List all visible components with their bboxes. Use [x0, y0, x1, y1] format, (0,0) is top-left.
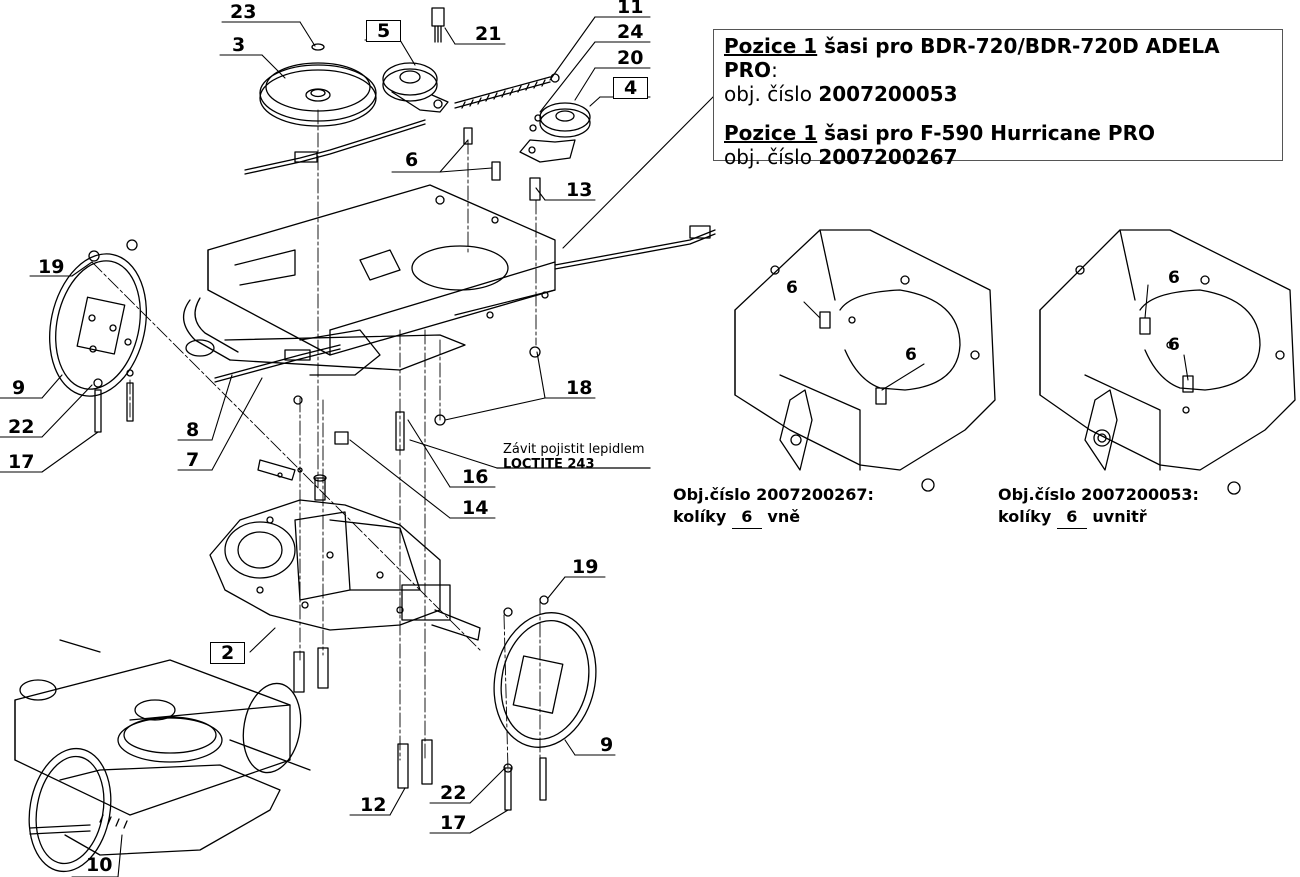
callout-23: 23 [230, 1, 257, 23]
bolt-21 [431, 7, 445, 43]
callout-5: 5 [366, 20, 402, 42]
callout-16: 16 [462, 466, 489, 488]
bolts-middle [334, 346, 541, 451]
callout-18: 18 [566, 377, 593, 399]
callout-22-left: 22 [8, 416, 35, 438]
wheel-hub-left [49, 239, 147, 397]
infobox-obj-2: obj. číslo [724, 145, 819, 169]
idler-pulley-5 [382, 62, 449, 113]
callout-17-left: 17 [8, 451, 35, 473]
infobox-line-3: Pozice 1 šasi pro F-590 Hurricane PRO [724, 121, 1272, 145]
infobox-title-2: šasi pro F-590 Hurricane PRO [817, 121, 1155, 145]
detail-right-pin-count: 6 [1056, 506, 1087, 529]
detail-right-caption-2: kolíky 6 uvnitř [998, 506, 1199, 529]
infobox-number-1: 2007200053 [818, 82, 958, 106]
loctite-note-line-1: Závit pojistit lepidlem [503, 442, 645, 457]
callout-6: 6 [405, 149, 419, 171]
detail-left-caption: Obj.číslo 2007200267: kolíky 6 vně [673, 484, 874, 529]
infobox-pozice-1: Pozice 1 [724, 34, 818, 58]
centerlines [91, 109, 541, 771]
callout-13: 13 [566, 179, 593, 201]
loctite-note: Závit pojistit lepidlem LOCTITE 243 [503, 442, 645, 472]
callout-9-left: 9 [12, 377, 26, 399]
detail-right-caption-1: Obj.číslo 2007200053: [998, 485, 1199, 504]
chassis-info-box: Pozice 1 šasi pro BDR-720/BDR-720D ADELA… [713, 29, 1283, 169]
callout-4: 4 [613, 77, 649, 99]
spring-11 [454, 73, 560, 109]
callout-21: 21 [475, 23, 502, 45]
callout-10: 10 [86, 854, 113, 876]
pins-6-13 [463, 127, 541, 201]
detail-left-pin-label-a: 6 [786, 278, 798, 298]
callout-19-left: 19 [38, 256, 65, 278]
callout-11: 11 [617, 0, 644, 18]
detail-right-pin-label-a: 6 [1168, 268, 1180, 288]
infobox-number-2: 2007200267 [818, 145, 958, 169]
detail-right-prefix: kolíky [998, 507, 1057, 526]
callout-20: 20 [617, 47, 644, 69]
detail-left-pin-label-b: 6 [905, 345, 917, 365]
detail-right-suffix: uvnitř [1086, 507, 1147, 526]
detail-left-caption-1: Obj.číslo 2007200267: [673, 485, 874, 504]
callout-7: 7 [186, 449, 200, 471]
detail-view-left [734, 229, 996, 492]
infobox-title-1: šasi pro BDR-720/BDR-720D ADELA PRO [724, 34, 1220, 82]
callout-12: 12 [360, 794, 387, 816]
detail-left-prefix: kolíky [673, 507, 732, 526]
detail-left-pin-count: 6 [731, 506, 762, 529]
idler-pulley-4 [519, 102, 591, 163]
detail-left-suffix: vně [761, 507, 801, 526]
main-pulley-3 [259, 43, 377, 127]
bolts-left [93, 369, 134, 433]
chassis-frame [183, 184, 556, 405]
cables-7-8 [214, 344, 341, 383]
callout-24: 24 [617, 21, 644, 43]
infobox-line-4: obj. číslo 2007200267 [724, 145, 1272, 169]
callout-19-right: 19 [572, 556, 599, 578]
infobox-obj-1: obj. číslo [724, 82, 819, 106]
wheel-hub-right [493, 595, 597, 811]
callout-17-right: 17 [440, 812, 467, 834]
detail-view-right [1039, 229, 1296, 495]
infobox-pozice-2: Pozice 1 [724, 121, 818, 145]
callout-14: 14 [462, 497, 489, 519]
callout-9-right: 9 [600, 734, 614, 756]
infobox-line-1: Pozice 1 šasi pro BDR-720/BDR-720D ADELA… [724, 34, 1272, 82]
detail-right-caption: Obj.číslo 2007200053: kolíky 6 uvnitř [998, 484, 1199, 529]
transaxle-2 [209, 459, 481, 641]
cable-right [554, 225, 716, 270]
infobox-line-2: obj. číslo 2007200053 [724, 82, 1272, 106]
detail-right-pin-label-b: 6 [1168, 335, 1180, 355]
cable-top [244, 119, 426, 175]
detail-left-caption-2: kolíky 6 vně [673, 506, 874, 529]
callout-3: 3 [232, 34, 246, 56]
loctite-note-line-2: LOCTITE 243 [503, 457, 595, 472]
callout-22-right: 22 [440, 782, 467, 804]
assembled-view [14, 639, 311, 873]
infobox-colon-1: : [771, 58, 778, 82]
callout-8: 8 [186, 419, 200, 441]
bolts-12 [293, 647, 433, 789]
callout-2: 2 [210, 642, 246, 664]
